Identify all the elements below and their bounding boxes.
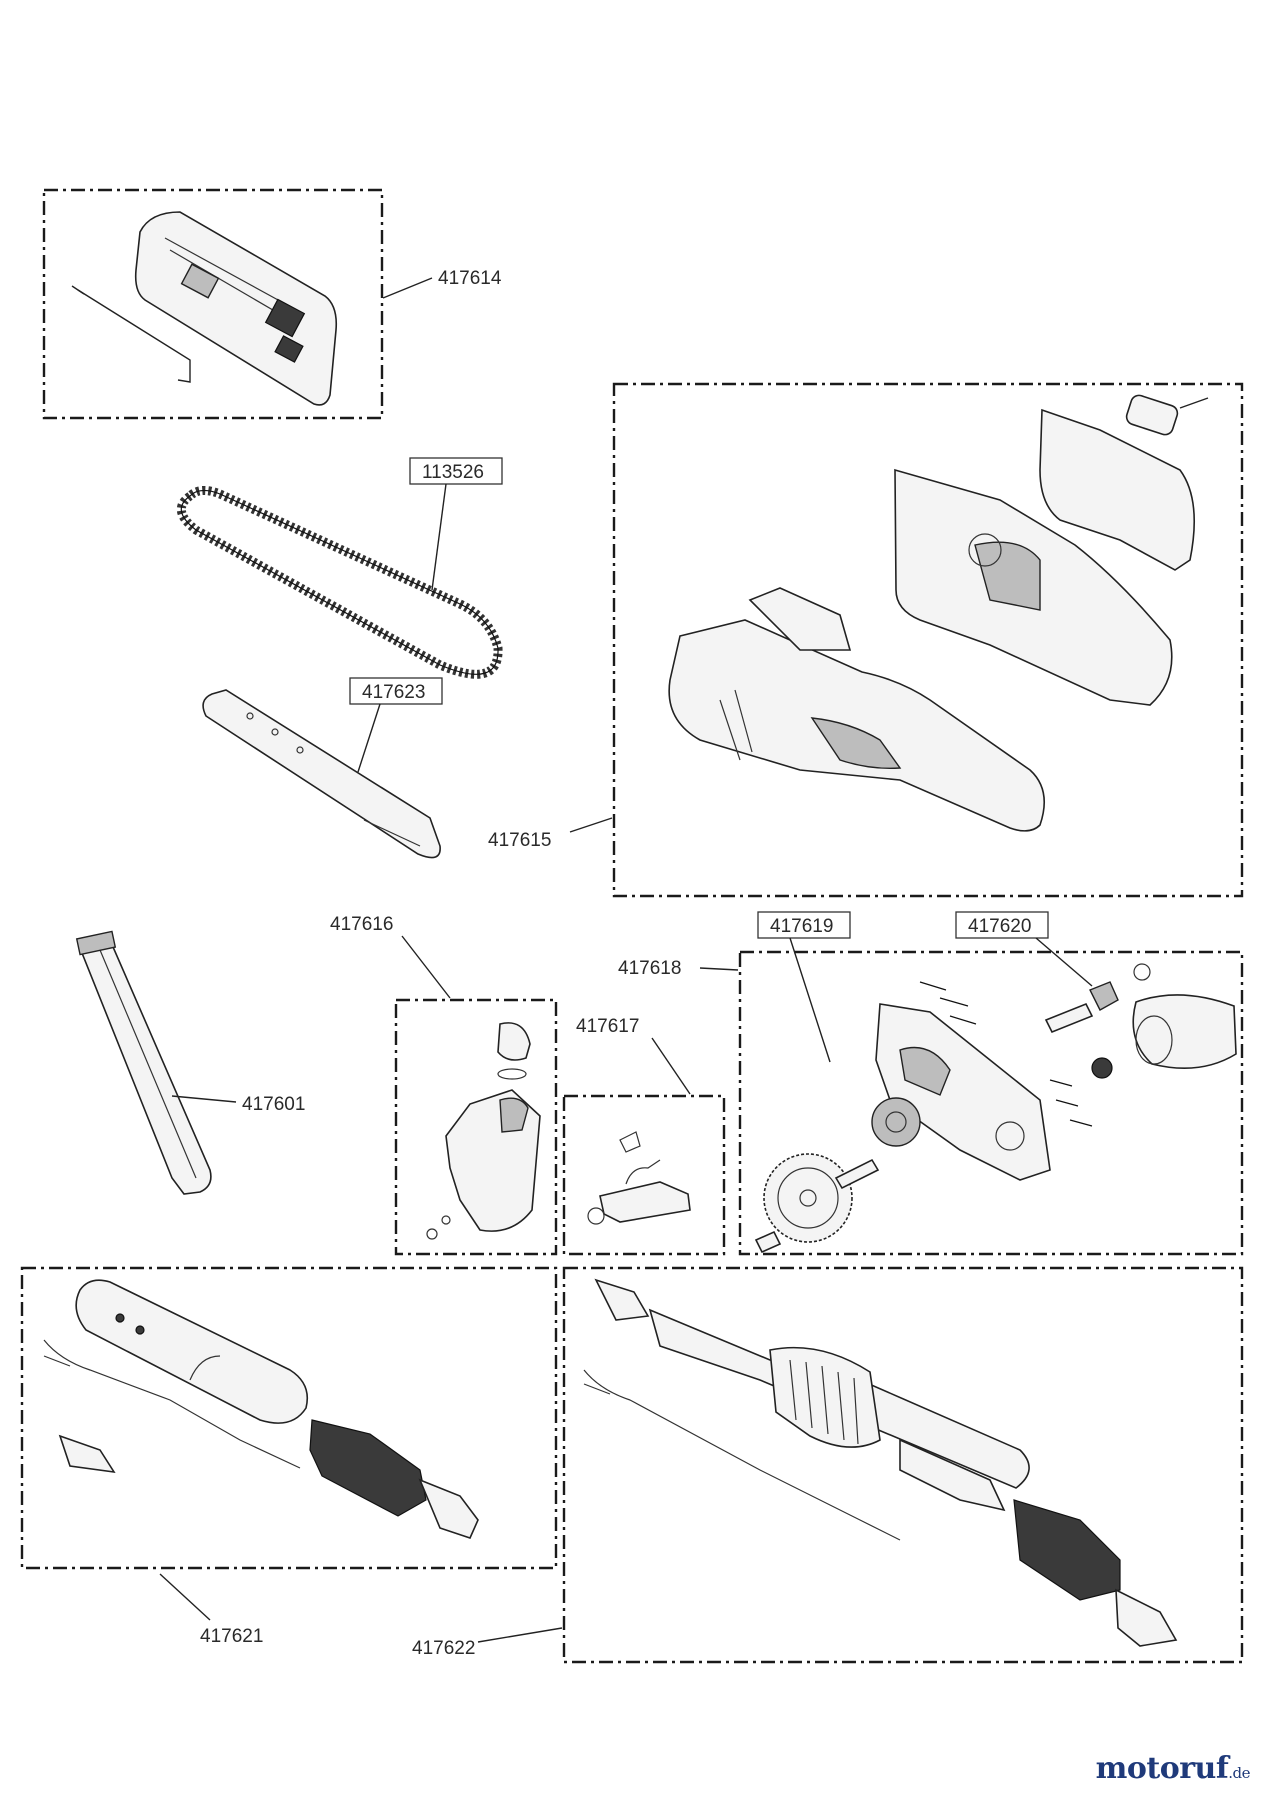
part-number-417623: 417623 — [362, 682, 425, 703]
group-box-417621 — [20, 1266, 558, 1570]
large-gear-part — [763, 1153, 853, 1243]
housing-group: 417615 — [488, 382, 1244, 898]
telescopic-tube-group: 417622 — [412, 1266, 1244, 1664]
oil-pump-part — [599, 1181, 691, 1223]
cover-plate-part — [1039, 408, 1195, 571]
part-number-417618: 417618 — [618, 958, 681, 979]
part-number-417619: 417619 — [770, 916, 833, 937]
housing-left-part — [668, 619, 1046, 832]
oil-tank-group: 417616 — [330, 914, 558, 1256]
tag-417623 — [349, 677, 443, 705]
lower-tube-part — [75, 1279, 309, 1424]
part-number-417615: 417615 — [488, 830, 551, 851]
brand-name: motoruf — [1095, 1751, 1229, 1786]
motor-part — [1132, 994, 1237, 1069]
part-number-417616: 417616 — [330, 914, 393, 935]
tag-113526 — [409, 457, 503, 485]
lower-tube-group: 417621 — [20, 1266, 558, 1647]
wrench-part — [77, 289, 191, 383]
group-box-417618 — [738, 950, 1244, 1256]
gear-plate-part — [875, 1003, 1051, 1181]
part-number-417622: 417622 — [412, 1638, 475, 1659]
group-box-417614 — [42, 188, 384, 420]
grip-part — [309, 1419, 427, 1517]
tag-417620 — [955, 911, 1049, 939]
handle-group: 417601 — [75, 930, 305, 1195]
saw-chain-group: 113526 — [176, 457, 503, 679]
group-box-417615 — [612, 382, 1244, 898]
medium-gear-part — [871, 1097, 921, 1147]
fan-part — [1089, 981, 1119, 1011]
guide-bar-group: 417623 — [202, 677, 443, 859]
group-box-417622 — [562, 1266, 1244, 1664]
group-box-417617 — [562, 1094, 726, 1256]
part-number-113526: 113526 — [422, 462, 484, 483]
saw-chain-part — [176, 486, 503, 679]
group-box-417616 — [394, 998, 558, 1256]
part-number-417620: 417620 — [968, 916, 1031, 937]
brand-suffix: .de — [1228, 1764, 1250, 1782]
gearbox-group: 417619 417620 417618 — [618, 911, 1244, 1256]
part-number-417601: 417601 — [242, 1094, 305, 1115]
bar-cover-part — [134, 211, 338, 406]
handle-part — [78, 939, 212, 1195]
part-number-417617: 417617 — [576, 1016, 639, 1037]
bar-cover-group: 417614 — [42, 188, 502, 420]
brand-watermark: motoruf.de — [1095, 1751, 1251, 1786]
part-number-417621: 417621 — [200, 1626, 263, 1647]
oil-pump-group: 417617 — [562, 1016, 726, 1256]
guide-bar-part — [202, 689, 441, 859]
part-number-417614: 417614 — [438, 268, 502, 289]
tag-417619 — [757, 911, 851, 939]
